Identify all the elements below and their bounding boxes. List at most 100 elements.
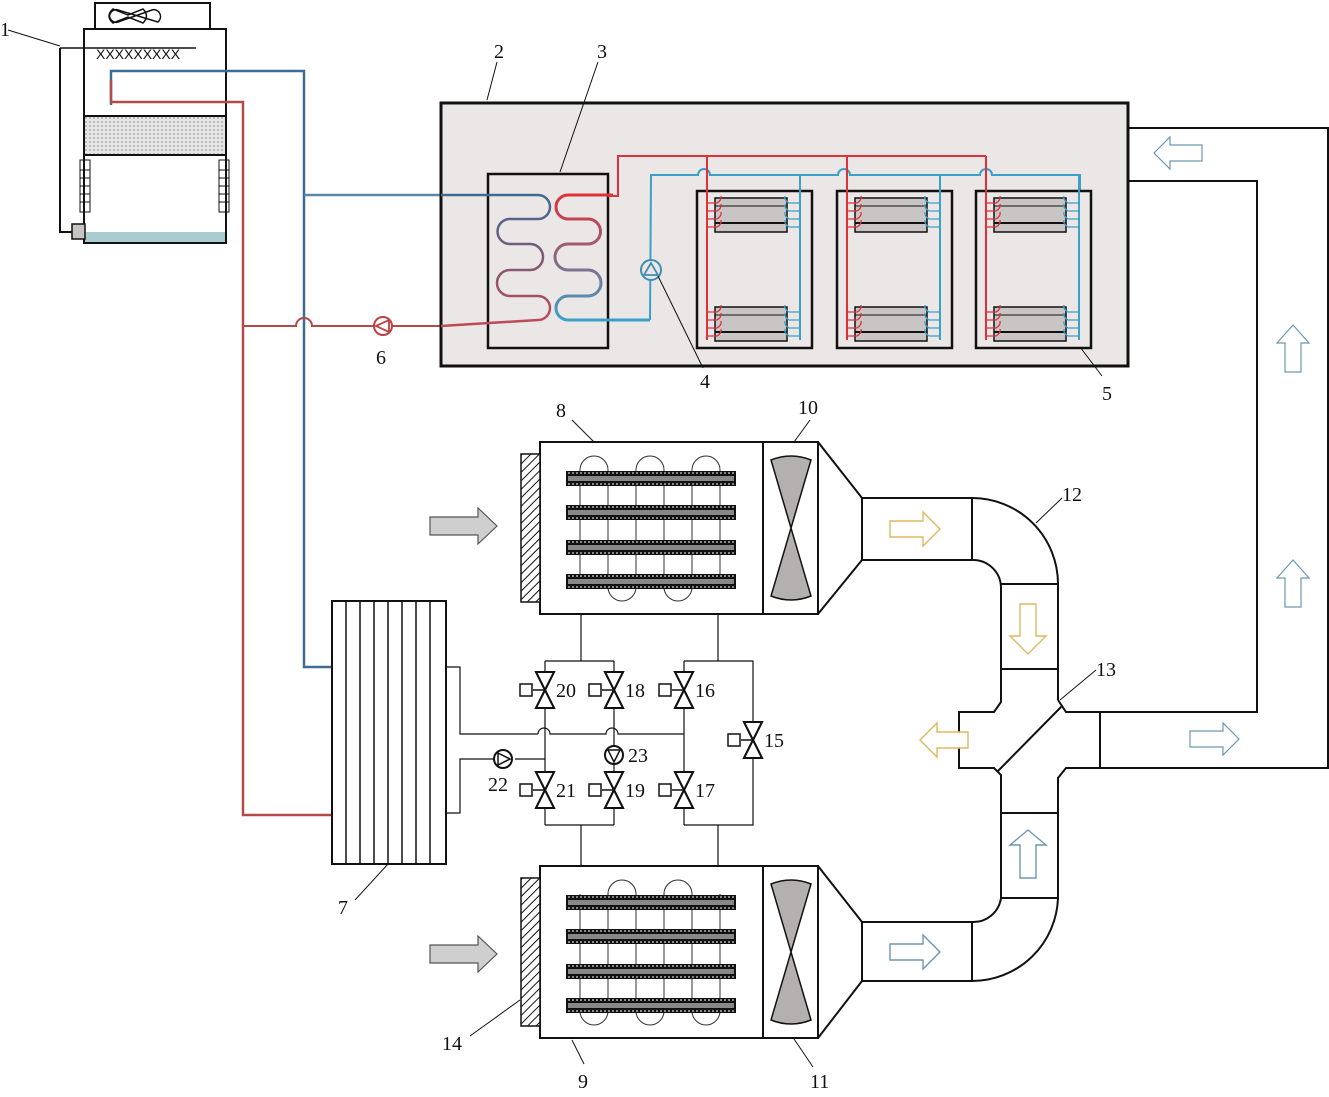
server-unit (854, 197, 928, 233)
inlet-air-arrows (429, 506, 498, 974)
cold-plate-cold-branch (1063, 328, 1079, 337)
label-3: 3 (597, 41, 607, 63)
circulation-pump-23: 23 (604, 745, 648, 767)
air-filter (520, 453, 541, 603)
tower-body (83, 28, 227, 244)
hx-primary-coil (440, 193, 552, 328)
valve-actuator-icon (588, 783, 602, 797)
server-rack (835, 156, 954, 350)
cold-plate-cold-branch (1063, 304, 1079, 313)
arrow-down-icon (1008, 603, 1048, 655)
label-14: 14 (442, 1033, 462, 1055)
label-10: 10 (798, 397, 818, 419)
label-2: 2 (494, 41, 504, 63)
label-8: 8 (556, 400, 566, 422)
valve-actuator-icon (658, 683, 672, 697)
cool-air-arrows (1153, 135, 1311, 757)
label-16: 16 (695, 680, 715, 702)
coil-bend (607, 879, 637, 895)
arrow-left-icon (919, 721, 969, 759)
server-unit (993, 306, 1067, 342)
valve-16: 16 (658, 671, 715, 709)
tower-spray-pipe (59, 48, 72, 233)
arrow-up-icon (1275, 324, 1311, 373)
tower-fill-media (85, 116, 225, 155)
server-hot-header (608, 155, 986, 197)
label-11: 11 (810, 1071, 829, 1093)
plate-heat-exchanger: 3 (440, 41, 650, 350)
arrow-right-icon (1189, 721, 1240, 757)
server-unit (714, 197, 788, 233)
coil-bend (663, 586, 693, 602)
cold-plate-hot-branch (707, 211, 722, 220)
arrow-up-icon (1008, 829, 1048, 879)
cold-plate-cold-branch (784, 320, 800, 329)
cooling-tower: XXXXXXXXX 1 (0, 2, 230, 244)
cold-plate-hot-branch (707, 219, 722, 228)
water-heat-exchanger: 7 (331, 600, 447, 919)
cold-plate-hot-branch (986, 304, 1001, 313)
valve-actuator-icon (519, 783, 533, 797)
label-23: 23 (628, 745, 648, 767)
valve-actuator-icon (519, 683, 533, 697)
cold-plate-cold-branch (924, 195, 940, 204)
upper-air-handling-unit (520, 441, 819, 615)
arrow-right-icon (889, 933, 941, 971)
cold-plate-cold-branch (1063, 312, 1079, 321)
tower-fan-blades-icon (108, 8, 162, 24)
arrow-left-icon (1153, 135, 1203, 171)
cold-plate-cold-branch (924, 219, 940, 228)
label-9: 9 (578, 1071, 588, 1093)
cold-plate-cold-branch (1063, 219, 1079, 228)
coil-bend (635, 455, 665, 471)
cold-plate-cold-branch (784, 304, 800, 313)
primary-pump: 6 (373, 316, 393, 369)
valve-17: 17 (658, 771, 715, 809)
cold-plate-cold-branch (784, 312, 800, 321)
cold-plate-cold-branch (784, 211, 800, 220)
arrow-right-icon (429, 506, 498, 546)
right-louver (218, 159, 230, 213)
label-6: 6 (376, 347, 386, 369)
coil-bend (691, 455, 721, 471)
secondary-pump: 4 (640, 259, 710, 393)
arrow-right-icon (889, 510, 941, 548)
server-unit (993, 197, 1067, 233)
cool-supply-arrows (889, 829, 1048, 971)
valve-15: 15 (727, 721, 784, 759)
valve-19: 19 (588, 771, 645, 809)
tower-fan-icon (108, 8, 148, 24)
cold-plate-cold-branch (924, 312, 940, 321)
cold-plate-hot-branch (986, 328, 1001, 337)
return-air-duct (1100, 127, 1329, 769)
label-17: 17 (695, 780, 715, 802)
makeup-water-pump (71, 223, 86, 240)
cold-plate-hot-branch (707, 328, 722, 337)
cold-plate-hot-branch (986, 203, 1001, 212)
label-12: 12 (1062, 484, 1082, 506)
valve-18: 18 (588, 671, 645, 709)
cold-plate-cold-branch (784, 328, 800, 337)
cold-plate-cold-branch (924, 320, 940, 329)
cold-plate-hot-branch (986, 320, 1001, 329)
valve-21: 21 (519, 771, 576, 809)
valve-actuator-icon (658, 783, 672, 797)
server-unit (854, 306, 928, 342)
cold-plate-hot-branch (847, 312, 862, 321)
label-4: 4 (700, 371, 710, 393)
label-7: 7 (338, 897, 348, 919)
label-1: 1 (0, 19, 10, 41)
arrow-up-icon (1275, 559, 1311, 608)
coil-bend (607, 586, 637, 602)
cold-plate-hot-branch (986, 312, 1001, 321)
cold-plate-hot-branch (707, 320, 722, 329)
cold-plate-hot-branch (847, 195, 862, 204)
cold-plate-hot-branch (847, 320, 862, 329)
server-cold-header (649, 168, 1081, 340)
coil-bend (579, 1010, 609, 1026)
valve-20: 20 (519, 671, 576, 709)
label-20: 20 (556, 680, 576, 702)
cold-plate-hot-branch (986, 219, 1001, 228)
label-5: 5 (1102, 383, 1112, 405)
